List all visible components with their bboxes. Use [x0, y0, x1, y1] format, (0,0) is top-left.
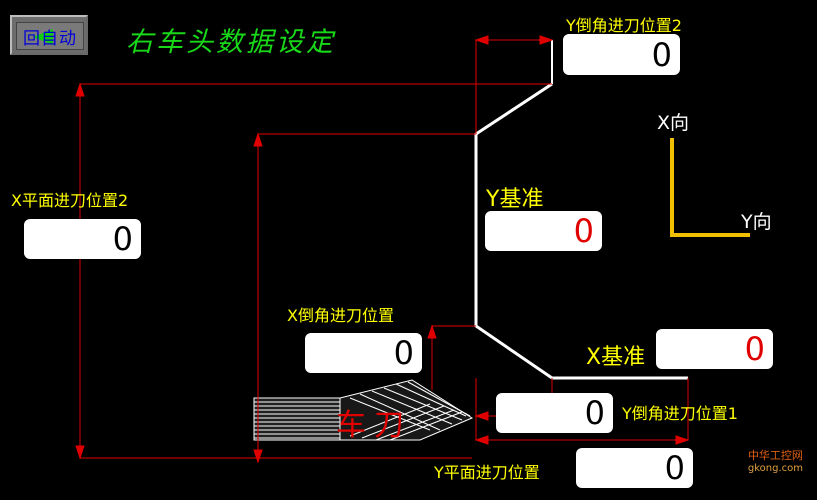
tool-label: 车刀 — [336, 408, 412, 443]
left-arrow-icon — [33, 29, 53, 45]
watermark-line1: 中华工控网 — [747, 449, 803, 462]
page-title: 右车头数据设定 — [126, 27, 336, 58]
axis-indicator — [670, 138, 750, 237]
watermark-line2: gkong.com — [747, 463, 803, 474]
y-plane-input[interactable]: 0 — [576, 448, 693, 488]
x-chamfer-label: X倒角进刀位置 — [287, 306, 394, 325]
y-base-label: Y基准 — [486, 187, 544, 212]
back-to-auto-button[interactable]: 回自动 — [10, 15, 88, 55]
y-chamfer-1-label: Y倒角进刀位置1 — [622, 404, 738, 423]
y-base-input[interactable]: 0 — [485, 211, 602, 251]
x-plane-2-input[interactable]: 0 — [24, 219, 141, 259]
back-button-face: 回自动 — [16, 22, 84, 50]
back-button-label: 回自动 — [23, 28, 77, 49]
y-direction-label: Y向 — [741, 211, 772, 233]
x-chamfer-input[interactable]: 0 — [305, 333, 422, 373]
watermark-logo: 中华工控网 gkong.com — [748, 447, 803, 474]
x-base-label: X基准 — [586, 345, 646, 370]
y-chamfer-2-label: Y倒角进刀位置2 — [566, 16, 682, 35]
x-plane-2-label: X平面进刀位置2 — [11, 191, 129, 210]
x-direction-label: X向 — [657, 112, 690, 134]
y-chamfer-2-input[interactable]: 0 — [563, 34, 680, 75]
y-chamfer-1-input[interactable]: 0 — [496, 393, 613, 433]
y-plane-label: Y平面进刀位置 — [434, 463, 540, 482]
x-base-input[interactable]: 0 — [656, 329, 773, 369]
cutting-tool-graphic — [253, 379, 474, 441]
